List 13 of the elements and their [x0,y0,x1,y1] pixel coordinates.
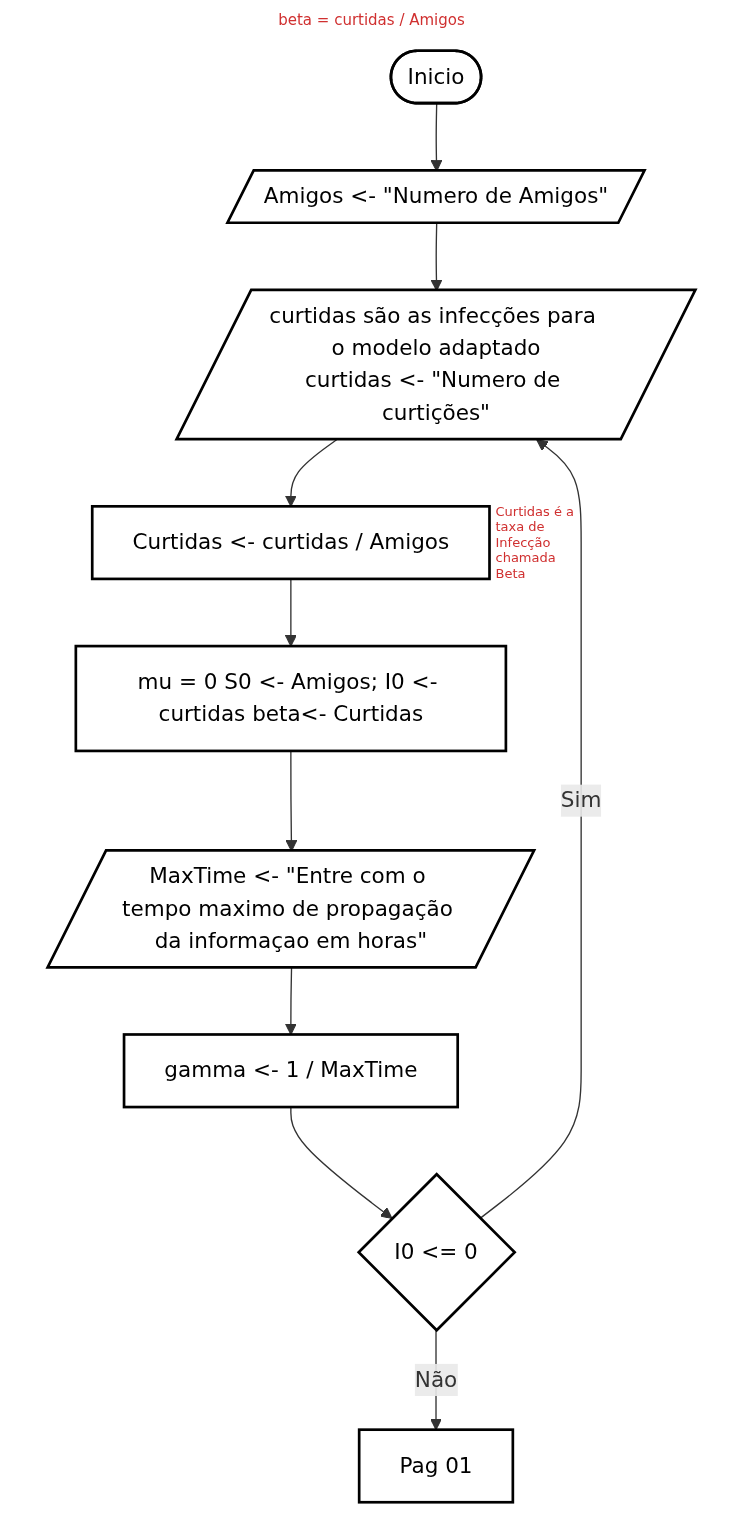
edge-label: Sim [560,787,602,813]
node-box: gamma <- 1 / MaxTime [122,1033,460,1109]
arrow [284,967,297,1035]
annotation-note: Curtidas é a taxa de Infecção chamada Beta [495,503,576,582]
node-diamond: I0 <= 0 [356,1172,517,1333]
node-box: mu = 0 S0 <- Amigos; I0 <- curtidas beta<- Curtidas [74,644,508,753]
annotation-note: beta = curtidas / Amigos [278,11,465,29]
arrow [479,439,582,1219]
edge-label: Não [414,1366,458,1393]
node-box: Curtidas <- curtidas / Amigos [90,505,491,581]
arrow [284,578,297,647]
arrow [284,439,338,507]
node-box: Pag 01 [357,1428,515,1504]
